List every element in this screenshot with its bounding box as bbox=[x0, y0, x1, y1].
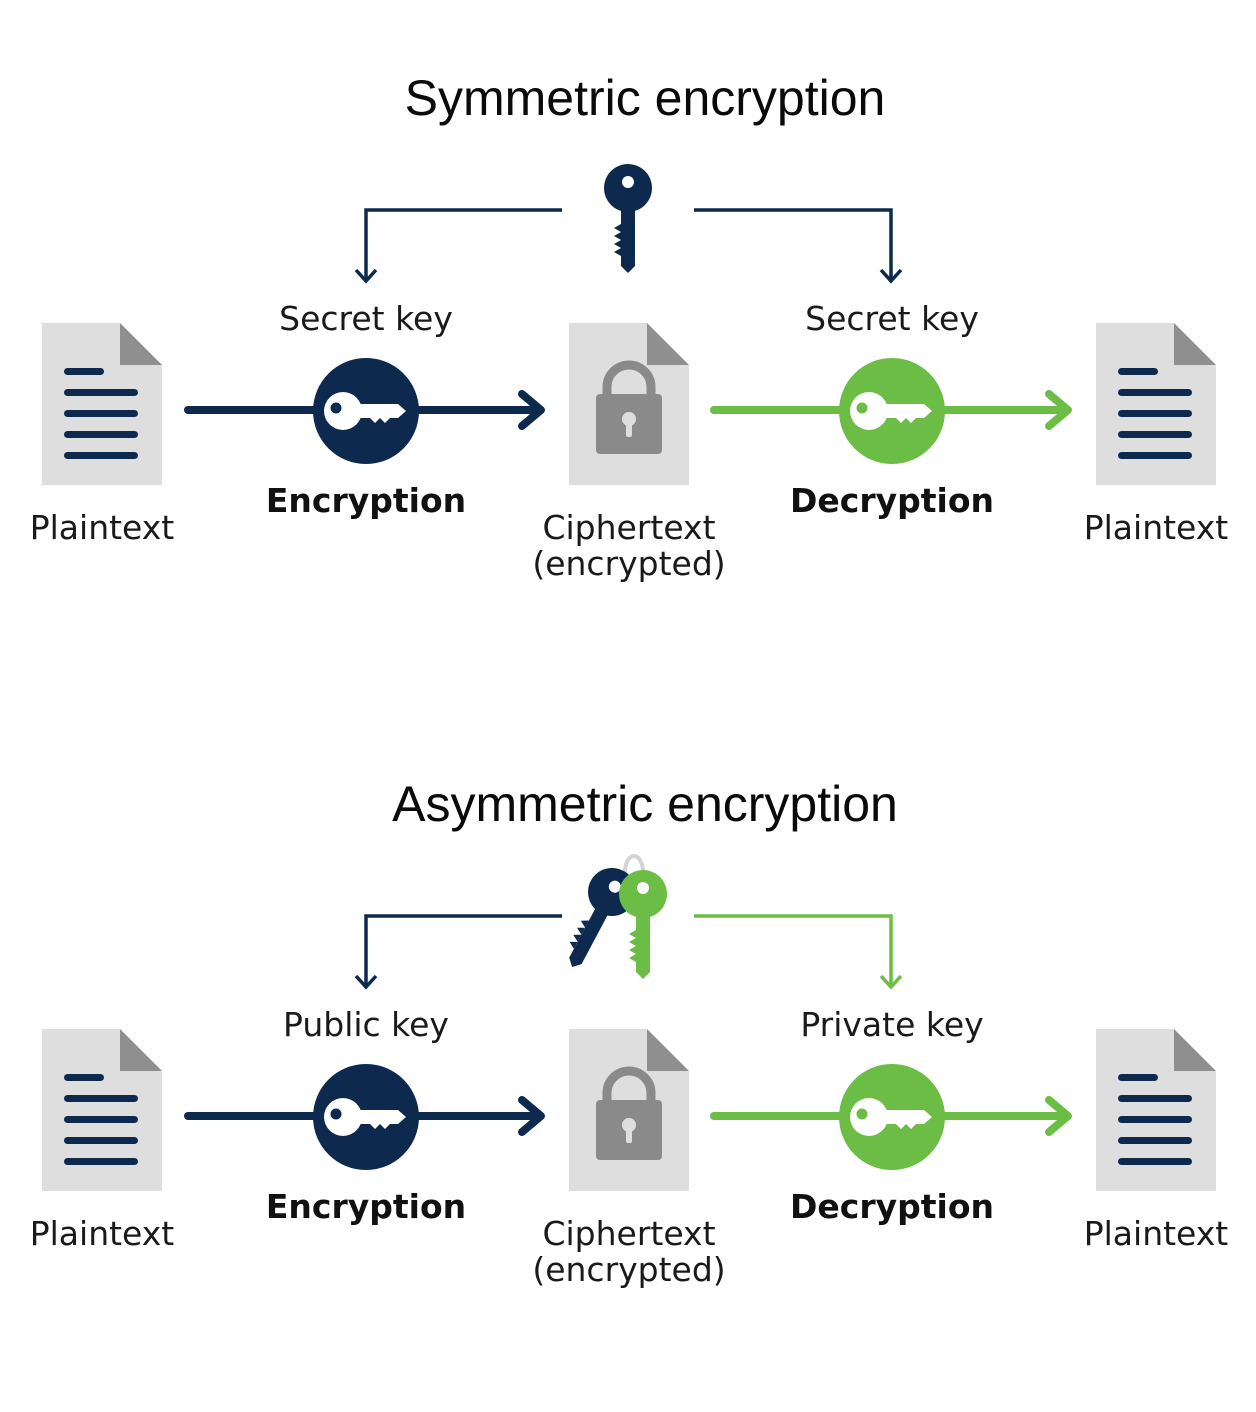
symmetric-title: Symmetric encryption bbox=[405, 70, 886, 126]
ciphertext-document-icon bbox=[569, 323, 689, 485]
secret-key-icon bbox=[604, 164, 652, 273]
secret-key-label-left: Secret key bbox=[279, 299, 453, 338]
plaintext-document-icon-right bbox=[1096, 1029, 1216, 1191]
public-key-label: Public key bbox=[283, 1005, 449, 1044]
private-key-connector bbox=[694, 914, 903, 990]
ciphertext-document-icon bbox=[569, 1029, 689, 1191]
encryption-key-icon bbox=[313, 1064, 419, 1170]
secret-key-label-right: Secret key bbox=[805, 299, 979, 338]
decryption-key-icon bbox=[839, 358, 945, 464]
decryption-key-icon bbox=[839, 1064, 945, 1170]
ciphertext-label: Ciphertext bbox=[542, 508, 715, 547]
decryption-label: Decryption bbox=[790, 481, 994, 520]
ciphertext-label: Ciphertext bbox=[542, 1214, 715, 1253]
plaintext-document-icon-left bbox=[42, 1029, 162, 1191]
public-key-connector bbox=[354, 914, 562, 990]
encryption-label: Encryption bbox=[266, 1187, 466, 1226]
plaintext-label-left: Plaintext bbox=[30, 508, 175, 547]
key-distribution-connector-left bbox=[354, 208, 562, 284]
plaintext-document-icon-left bbox=[42, 323, 162, 485]
plaintext-label-right: Plaintext bbox=[1084, 508, 1229, 547]
symmetric-section: Symmetric encryption Secret key Secret k… bbox=[30, 70, 1229, 583]
encryption-key-icon bbox=[313, 358, 419, 464]
key-distribution-connector-right bbox=[694, 208, 903, 284]
plaintext-label-left: Plaintext bbox=[30, 1214, 175, 1253]
encryption-label: Encryption bbox=[266, 481, 466, 520]
key-pair-icon bbox=[550, 854, 667, 979]
decryption-label: Decryption bbox=[790, 1187, 994, 1226]
asymmetric-title: Asymmetric encryption bbox=[392, 776, 898, 832]
private-key-label: Private key bbox=[800, 1005, 983, 1044]
plaintext-document-icon-right bbox=[1096, 323, 1216, 485]
ciphertext-encrypted-label: (encrypted) bbox=[532, 544, 725, 583]
ciphertext-encrypted-label: (encrypted) bbox=[532, 1250, 725, 1289]
asymmetric-section: Asymmetric encryption Public key Private… bbox=[30, 776, 1229, 1289]
plaintext-label-right: Plaintext bbox=[1084, 1214, 1229, 1253]
